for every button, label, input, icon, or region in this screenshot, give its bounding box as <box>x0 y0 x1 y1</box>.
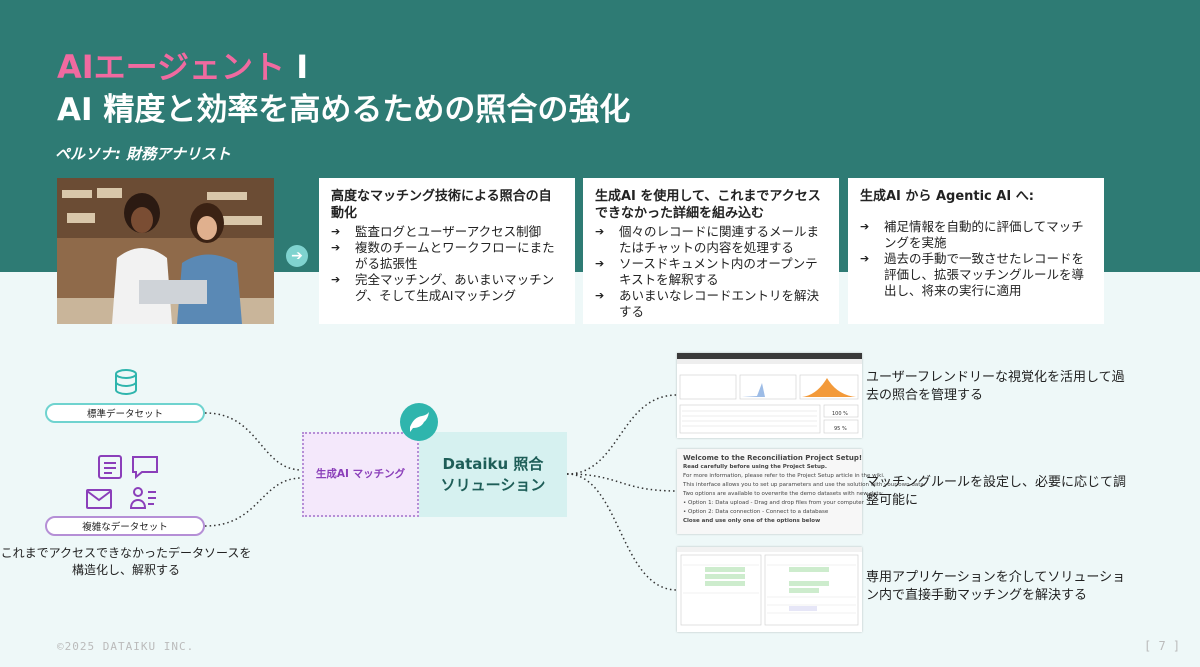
feature-card-1: 高度なマッチング技術による照合の自動化 監査ログとユーザーアクセス制御 複数のチ… <box>319 178 575 324</box>
list-item: 監査ログとユーザーアクセス制御 <box>331 224 563 240</box>
chat-icon <box>132 456 158 480</box>
feature-text-manual-matching: 専用アプリケーションを介してソリューション内で直接手動マッチングを解決する <box>866 570 1126 603</box>
complex-dataset-pill: 複雑なデータセット <box>45 516 205 536</box>
left-caption: これまでアクセスできなかったデータソースを構造化し、解釈する <box>0 546 252 577</box>
title-line-1: AIエージェント I <box>57 42 308 88</box>
setup-heading: Welcome to the Reconciliation Project Se… <box>683 454 863 462</box>
list-item: ソースドキュメント内のオープンテキストを解釈する <box>595 256 827 288</box>
arrow-right-icon: ➔ <box>286 245 308 267</box>
setup-line: Read carefully before using the Project … <box>683 464 827 470</box>
persona-photo <box>57 178 274 324</box>
database-icon <box>115 369 137 396</box>
svg-text:95 %: 95 % <box>834 426 847 432</box>
list-item: 個々のレコードに関連するメールまたはチャットの内容を処理する <box>595 224 827 256</box>
dataiku-label-line2: ソリューション <box>440 476 546 494</box>
persona-label: ペルソナ: 財務アナリスト <box>55 145 231 163</box>
feature-card-3: 生成AI から Agentic AI へ: 補足情報を自動的に評価してマッチング… <box>848 178 1104 324</box>
dataiku-bird-icon <box>400 403 438 441</box>
list-item: 完全マッチング、あいまいマッチング、そして生成AIマッチング <box>331 272 563 304</box>
setup-line: • Option 2: Data connection - Connect to… <box>683 509 829 515</box>
list-item: あいまいなレコードエントリを解決する <box>595 288 827 320</box>
mail-icon <box>86 489 112 509</box>
list-item: 補足情報を自動的に評価してマッチングを実施 <box>860 219 1092 251</box>
feature-text-rules: マッチングルールを設定し、必要に応じて調整可能に <box>866 475 1127 508</box>
project-setup-screenshot: Welcome to the Reconciliation Project Se… <box>677 449 926 534</box>
gen-ai-matching-box: 生成AI マッチング <box>302 432 419 517</box>
dashboard-screenshot: 100 % 95 % <box>677 353 862 438</box>
title-separator: I <box>285 48 309 86</box>
setup-line: Close and use only one of the options be… <box>683 518 821 524</box>
page-title: AI 精度と効率を高めるための照合の強化 <box>57 92 631 128</box>
svg-text:100 %: 100 % <box>832 411 848 417</box>
document-icon <box>98 455 122 479</box>
setup-line: Two options are available to overwrite t… <box>683 491 884 497</box>
list-item: 過去の手動で一致させたレコードを評価し、拡張マッチングルールを導出し、将来の実行… <box>860 251 1092 299</box>
dataiku-label-line1: Dataiku 照合 <box>442 455 544 473</box>
setup-line: • Option 1: Data upload - Drag and drop … <box>683 500 864 506</box>
card-heading: 生成AI から Agentic AI へ: <box>860 189 1034 204</box>
setup-line: For more information, please refer to th… <box>683 473 885 479</box>
title-accent: AIエージェント <box>57 48 286 86</box>
card-heading: 高度なマッチング技術による照合の自動化 <box>331 189 552 221</box>
matching-app-screenshot <box>677 547 862 632</box>
setup-line: This interface allows you to set up para… <box>683 482 926 488</box>
standard-dataset-pill: 標準データセット <box>45 403 205 423</box>
feature-card-2: 生成AI を使用して、これまでアクセスできなかった詳細を組み込む 個々のレコード… <box>583 178 839 324</box>
contact-icon <box>129 487 156 509</box>
page-number: [ 7 ] <box>1144 639 1181 653</box>
dataiku-solution-box: Dataiku 照合 ソリューション <box>419 432 567 517</box>
copyright: ©2025 DATAIKU INC. <box>57 640 195 653</box>
list-item: 複数のチームとワークフローにまたがる拡張性 <box>331 240 563 272</box>
feature-text-visualization: ユーザーフレンドリーな視覚化を活用して過去の照合を管理する <box>866 370 1125 403</box>
card-heading: 生成AI を使用して、これまでアクセスできなかった詳細を組み込む <box>595 189 821 221</box>
